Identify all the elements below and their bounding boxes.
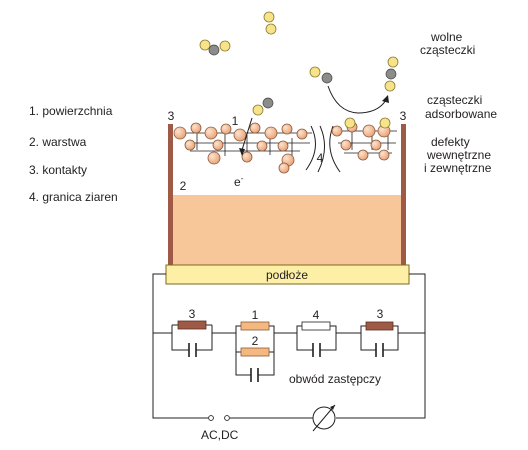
electron-label: e- [234,174,244,189]
defects-label-3: i zewnętrzne [424,161,492,175]
circuit-num-3-left: 3 [189,307,196,321]
circuit-element-1-2 [235,321,275,382]
circuit-num-2: 2 [252,334,259,348]
source-terminal-left [208,415,214,421]
adsorption-arrows [239,85,389,156]
equivalent-circuit-label: obwód zastępczy [289,372,382,386]
circuit-num-1: 1 [252,308,259,322]
circuit-element-3-right [360,321,399,357]
circuit-element-4 [296,321,337,357]
sensitive-layer [172,195,402,265]
substrate-label: podłoże [266,268,308,282]
defects-label-2: wewnętrzne [427,148,492,162]
label-num-3-left: 3 [168,109,175,123]
label-num-4: 4 [317,151,324,165]
circuit-element-3-left [171,320,213,357]
circuit-num-4: 4 [313,308,320,322]
label-num-2: 2 [180,179,187,193]
grains [173,121,391,174]
free-molecules-label-1: wolne [431,30,463,44]
circuit-num-3-right: 3 [377,307,384,321]
free-molecules [199,11,399,92]
legend-item-contacts: 3. kontakty [29,163,88,177]
legend-item-grain-boundary: 4. granica ziaren [29,190,118,204]
circuit-outer-wire [152,273,426,419]
label-num-3-right: 3 [400,109,407,123]
adsorbed-molecules [344,117,391,129]
contact-right [401,124,406,266]
contact-left [168,124,173,266]
legend-item-surface: 1. powierzchnia [29,104,113,118]
adsorbed-molecules-label-2: adsorbowane [425,107,498,121]
label-num-1: 1 [232,114,239,128]
adsorbed-molecules-label-1: cząsteczki [427,93,483,107]
meter-icon [312,404,336,432]
source-label: AC,DC [201,428,239,442]
molecule-center [252,97,274,116]
legend-item-layer: 2. warstwa [29,135,87,149]
defects-label-1: defekty [431,135,470,149]
free-molecules-label-2: cząsteczki [420,43,476,57]
source-terminal-right [224,415,230,421]
